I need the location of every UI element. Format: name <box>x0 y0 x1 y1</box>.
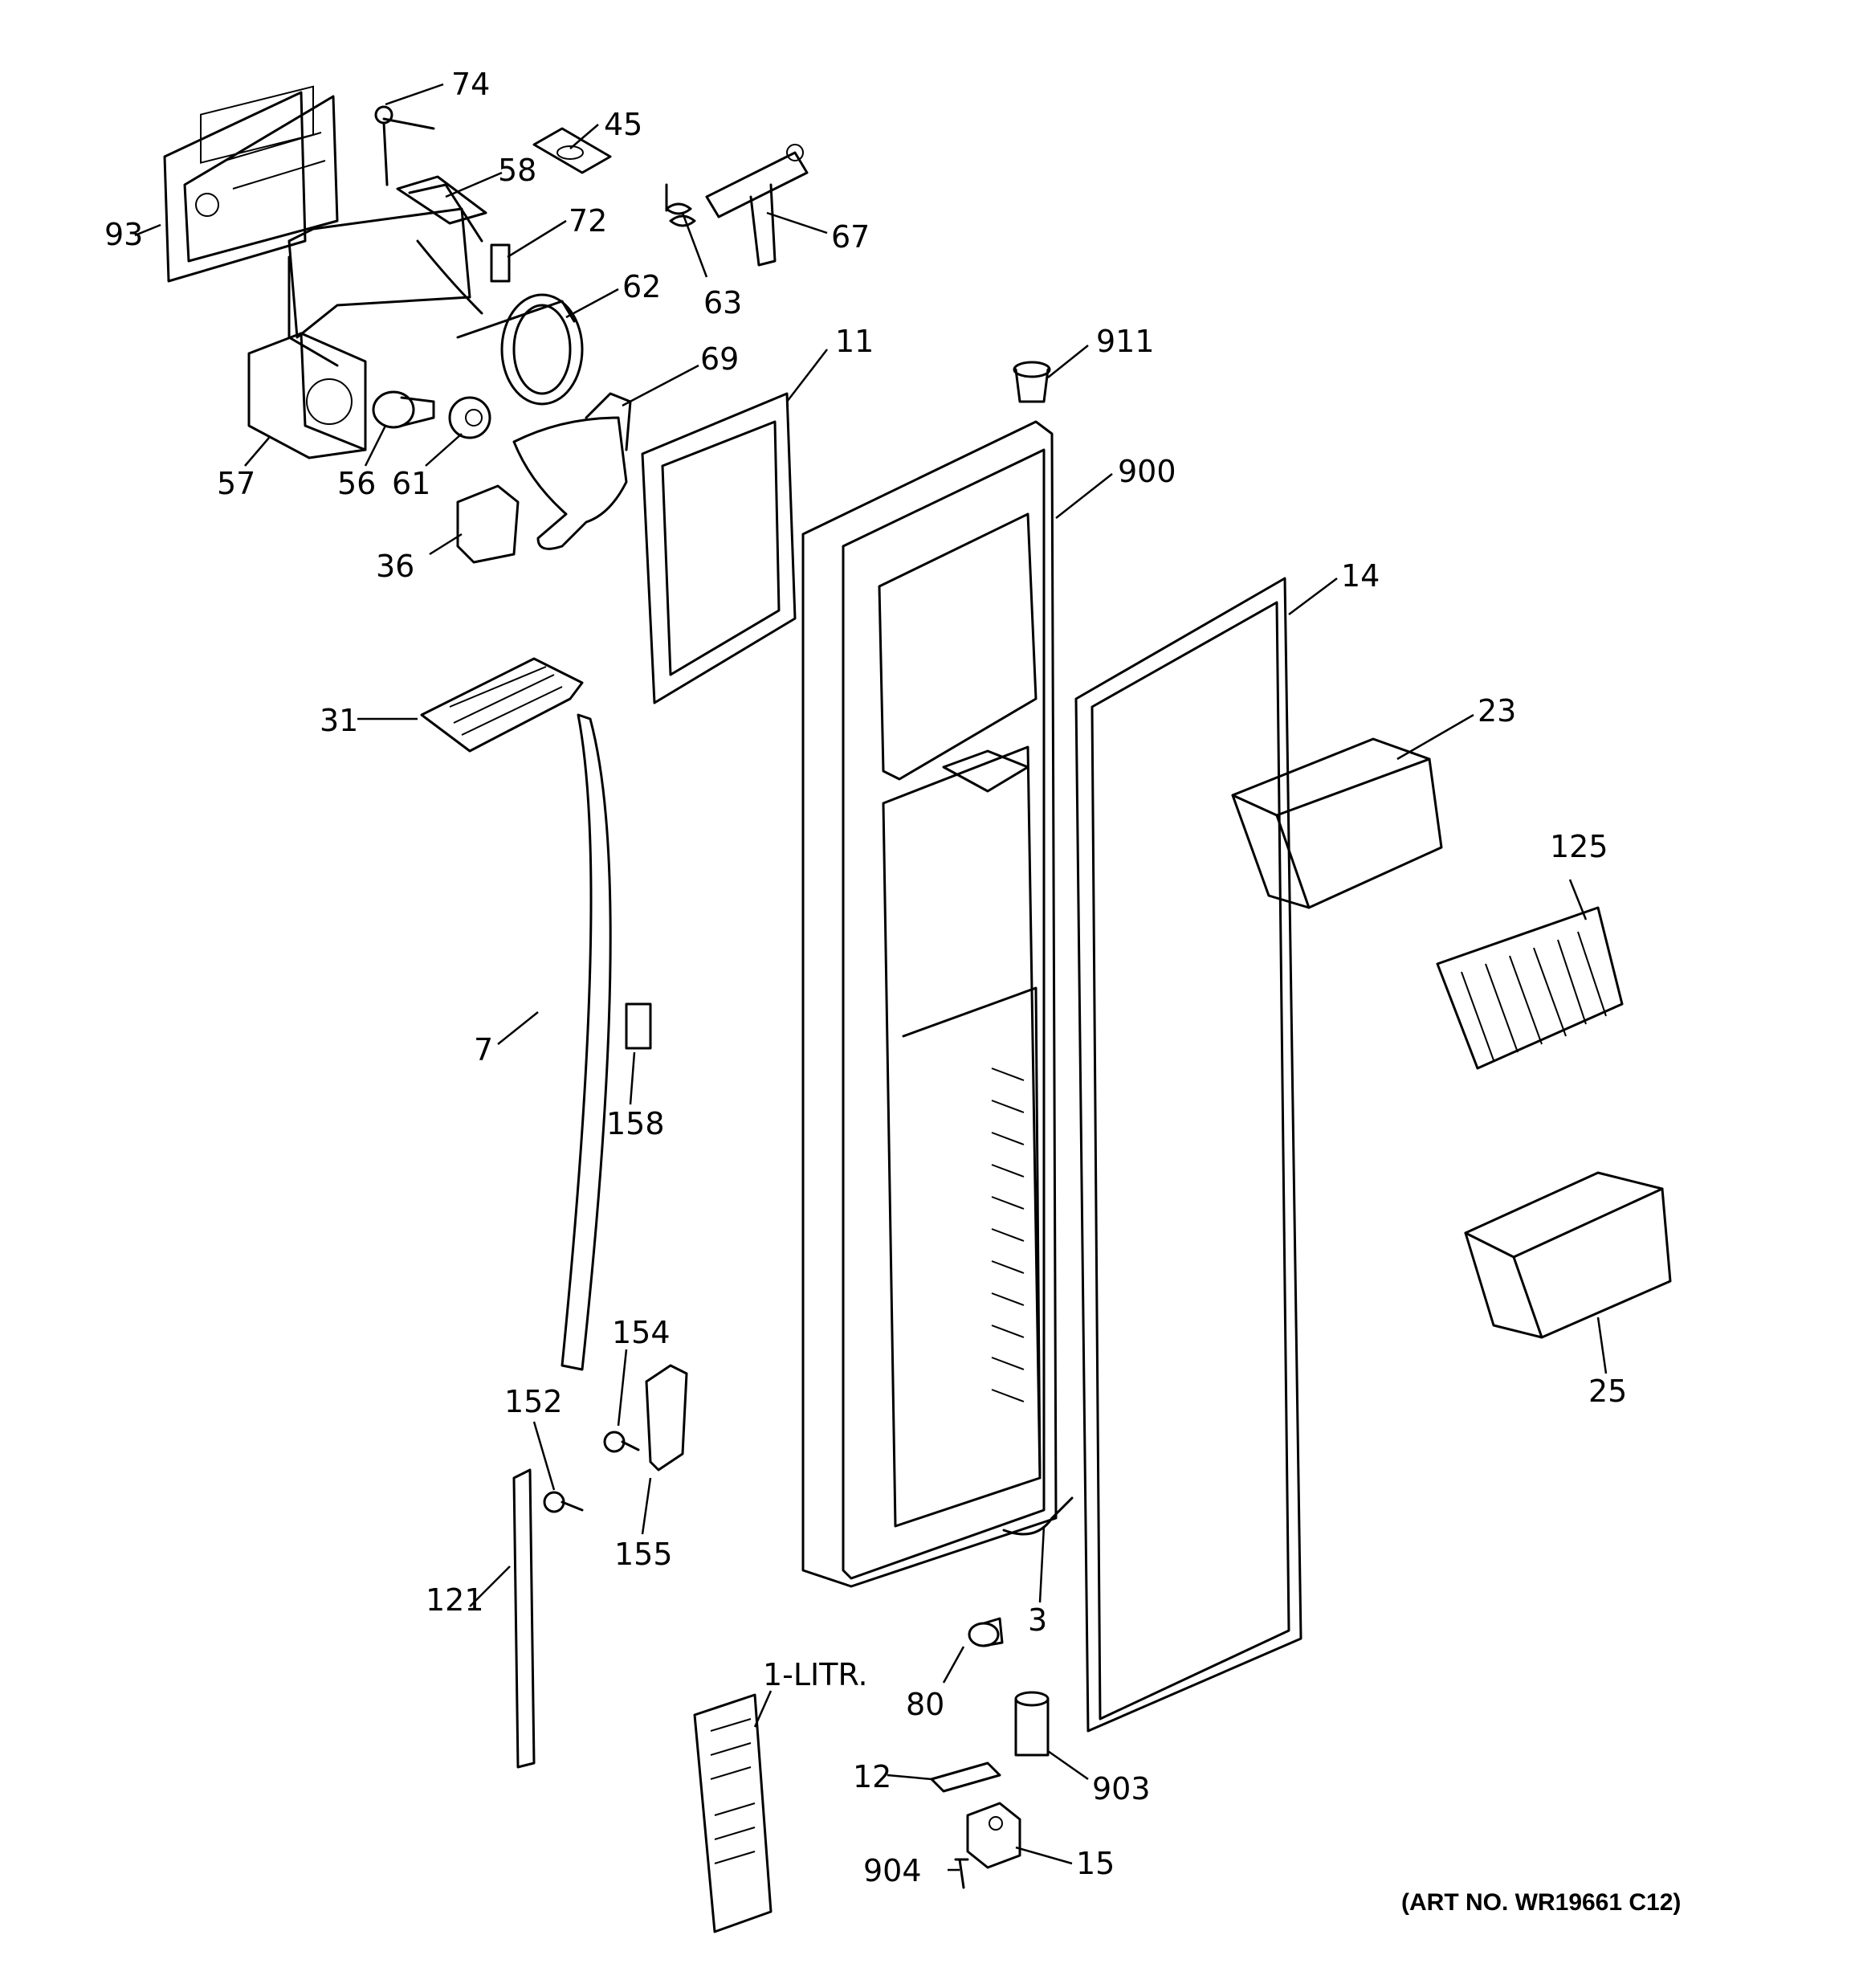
callout-93: 93 <box>104 217 143 252</box>
callout-36: 36 <box>376 549 414 584</box>
part-45-bracket[interactable] <box>532 127 612 174</box>
callout-57: 57 <box>217 466 255 501</box>
callout-58: 58 <box>498 153 536 188</box>
art-number: (ART NO. WR19661 C12) <box>1401 1889 1681 1916</box>
part-67-actuator[interactable] <box>705 144 809 267</box>
part-152-screw[interactable] <box>543 1491 584 1513</box>
part-23-door-bin[interactable] <box>1231 737 1443 909</box>
callout-45: 45 <box>604 107 642 142</box>
part-63-spring[interactable] <box>665 183 696 227</box>
callout-62: 62 <box>622 269 661 304</box>
part-72-switch[interactable] <box>490 243 511 283</box>
part-62-ring[interactable] <box>456 293 584 406</box>
part-31-grille[interactable] <box>420 657 584 753</box>
part-911-bushing[interactable] <box>1013 361 1051 403</box>
part-61-coupler[interactable] <box>448 396 491 439</box>
callout-80: 80 <box>906 1687 944 1722</box>
part-15-hinge[interactable] <box>966 1802 1021 1869</box>
callout-155: 155 <box>614 1537 673 1572</box>
callout-911: 911 <box>1096 324 1155 359</box>
callout-904: 904 <box>863 1853 922 1888</box>
callout-1-litr: 1-LITR. <box>763 1657 868 1692</box>
callout-56: 56 <box>337 466 376 501</box>
callout-152: 152 <box>504 1384 563 1419</box>
part-12-shim[interactable] <box>930 1761 1001 1793</box>
callout-903: 903 <box>1092 1771 1151 1806</box>
part-121-trim[interactable] <box>512 1468 536 1769</box>
part-93-control-panel[interactable] <box>163 85 339 283</box>
callout-900: 900 <box>1118 454 1176 489</box>
part-154-screw[interactable] <box>603 1431 640 1453</box>
part-74-spring[interactable] <box>374 105 435 186</box>
callout-72: 72 <box>569 203 607 239</box>
part-125-basket[interactable] <box>1436 906 1624 1070</box>
part-900-door[interactable] <box>801 420 1058 1588</box>
callout-11: 11 <box>835 324 874 359</box>
callout-67: 67 <box>831 219 870 255</box>
part-3-wire[interactable] <box>1002 1496 1074 1536</box>
callout-61: 61 <box>392 466 430 501</box>
part-36-bracket[interactable] <box>456 484 520 564</box>
part-57-motor[interactable] <box>247 332 367 459</box>
callout-23: 23 <box>1478 693 1516 729</box>
callout-25: 25 <box>1588 1374 1627 1409</box>
part-903-pin[interactable] <box>1014 1691 1050 1757</box>
part-155-hinge-bracket[interactable] <box>645 1364 688 1472</box>
part-80-plug[interactable] <box>968 1617 1004 1647</box>
part-25-door-bin[interactable] <box>1464 1171 1672 1339</box>
callout-121: 121 <box>426 1582 484 1618</box>
callout-31: 31 <box>320 703 358 738</box>
callout-158: 158 <box>606 1106 665 1141</box>
part-7-handle[interactable] <box>561 713 612 1371</box>
part-904-screw[interactable] <box>954 1858 969 1889</box>
callout-14: 14 <box>1341 558 1380 594</box>
callout-63: 63 <box>703 285 742 320</box>
callout-12: 12 <box>853 1759 891 1794</box>
part-11-frame[interactable] <box>641 392 797 704</box>
callout-74: 74 <box>451 67 490 102</box>
door-shelf-ribs <box>991 1067 1025 1402</box>
callout-7: 7 <box>474 1032 493 1067</box>
callout-69: 69 <box>700 341 739 377</box>
callout-labels: 74 45 58 93 72 67 63 62 11 911 69 57 56 … <box>104 67 1681 1916</box>
callout-15: 15 <box>1076 1846 1115 1881</box>
callout-154: 154 <box>612 1315 671 1350</box>
leader-lines <box>134 83 1608 1872</box>
part-69-chute[interactable] <box>512 392 632 550</box>
part-56-auger[interactable] <box>372 390 435 429</box>
part-14-gasket[interactable] <box>1074 577 1302 1733</box>
part-158-clip[interactable] <box>625 1002 652 1050</box>
part-58-dispenser-housing[interactable] <box>287 175 487 367</box>
callout-3: 3 <box>1028 1602 1047 1638</box>
part-1-literature[interactable] <box>693 1693 773 1933</box>
callout-125: 125 <box>1550 829 1608 864</box>
